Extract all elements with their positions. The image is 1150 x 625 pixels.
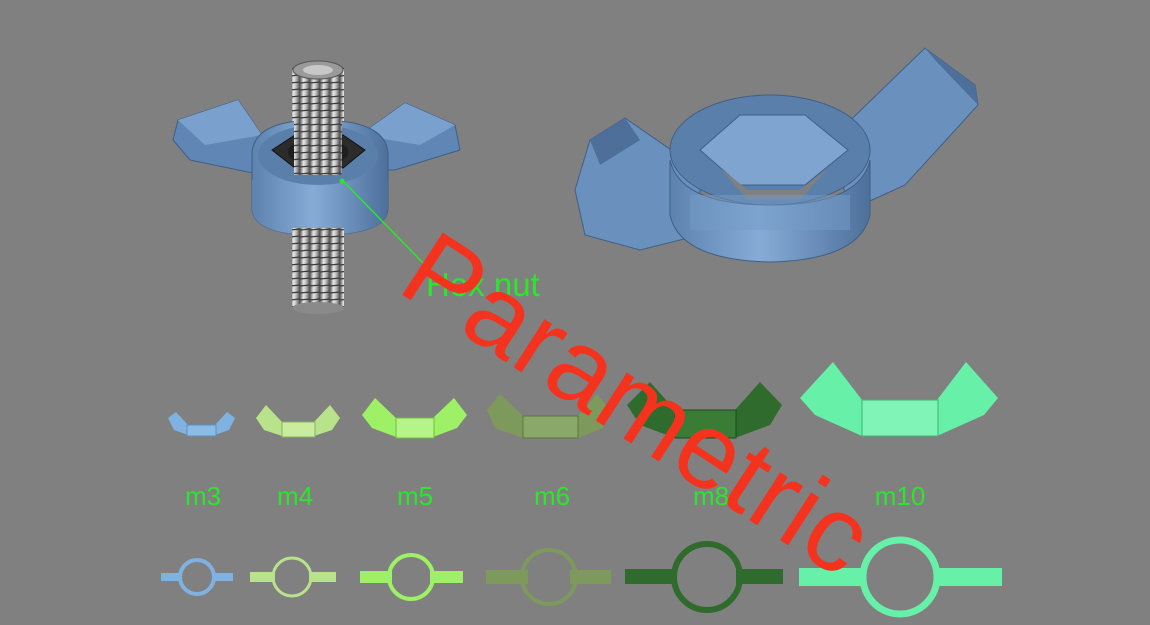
top-view-m8 — [625, 541, 783, 613]
small-ring-front — [252, 180, 388, 235]
bolt-middle-thread — [294, 115, 342, 175]
size-side-views — [168, 362, 998, 439]
small-right-wing-top — [360, 103, 455, 145]
size-label-m10: m10 — [874, 481, 926, 511]
bolt-tip-face — [303, 65, 333, 75]
side-view-m8 — [627, 382, 782, 439]
small-left-wing-top — [178, 100, 262, 145]
large-hex-opening — [720, 168, 828, 200]
top-view-m3 — [161, 558, 233, 596]
large-left-wing-edge — [590, 118, 640, 165]
side-view-m10 — [800, 362, 998, 437]
top-view-m4 — [250, 556, 336, 598]
top-view-m5 — [360, 553, 463, 601]
side-view-m3 — [168, 412, 235, 437]
bolt-bottom — [292, 302, 344, 314]
size-label-m4: m4 — [276, 481, 314, 511]
side-view-m5 — [362, 398, 467, 439]
size-label-m8: m8 — [692, 481, 730, 511]
hex-nut-label: Hex nut — [426, 266, 540, 303]
side-view-m6 — [487, 394, 610, 439]
size-label-m5: m5 — [396, 481, 434, 511]
size-label-m6: m6 — [533, 481, 571, 511]
hex-nut-leader-dot — [339, 178, 345, 184]
large-right-wing-edge — [925, 48, 978, 105]
large-ring-facet — [690, 195, 850, 230]
top-view-m10 — [799, 536, 1002, 618]
side-view-m4 — [256, 405, 340, 438]
top-view-m6 — [486, 548, 611, 606]
large-wing-nut — [574, 47, 979, 263]
assembly-wing-nut-with-bolt — [172, 60, 461, 314]
size-top-views — [161, 536, 1002, 618]
size-label-m3: m3 — [184, 481, 222, 511]
bolt-lower-thread — [292, 228, 344, 308]
hex-nut-leader-line — [341, 179, 431, 271]
